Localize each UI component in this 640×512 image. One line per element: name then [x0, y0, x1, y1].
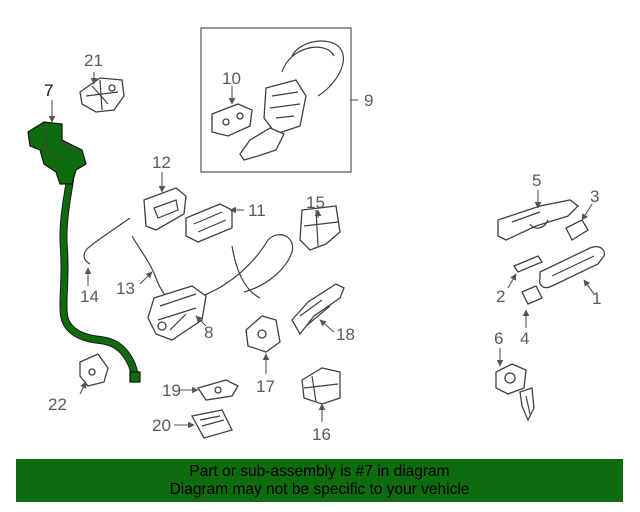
callout-11[interactable]: 11 — [248, 201, 266, 220]
leader-lines — [48, 72, 595, 429]
part-5-handle-frame[interactable] — [497, 199, 579, 241]
callout-19[interactable]: 19 — [162, 381, 181, 400]
part-8-door-lock[interactable] — [147, 285, 207, 341]
part-10-actuator[interactable] — [211, 103, 253, 137]
callout-12[interactable]: 12 — [152, 153, 171, 172]
callout-1[interactable]: 1 — [592, 289, 601, 308]
callout-2[interactable]: 2 — [496, 287, 505, 306]
callout-17[interactable]: 17 — [256, 377, 275, 396]
callout-14[interactable]: 14 — [80, 287, 99, 306]
callout-9[interactable]: 9 — [364, 91, 373, 110]
info-banner: Part or sub-assembly is #7 in diagram Di… — [16, 459, 623, 502]
part-19-clip[interactable] — [196, 379, 239, 401]
callout-6[interactable]: 6 — [494, 329, 503, 348]
callout-3[interactable]: 3 — [590, 187, 599, 206]
part-1-outside-handle[interactable] — [538, 246, 606, 289]
callout-21[interactable]: 21 — [84, 51, 103, 70]
banner-line-1: Part or sub-assembly is #7 in diagram — [189, 462, 450, 480]
part-6-lock-cylinder[interactable] — [495, 363, 535, 422]
callout-20[interactable]: 20 — [152, 416, 171, 435]
part-20-label[interactable] — [191, 409, 233, 439]
part-4-cap[interactable] — [521, 285, 543, 305]
part-22-bracket[interactable] — [79, 353, 109, 387]
callout-4[interactable]: 4 — [520, 329, 529, 348]
part-cables — [189, 234, 294, 301]
part-11-switch[interactable] — [185, 203, 233, 243]
callout-7[interactable]: 7 — [44, 81, 53, 100]
part-21-hinge[interactable] — [79, 77, 125, 113]
callout-8[interactable]: 8 — [204, 323, 213, 342]
part-15-hinge[interactable] — [299, 205, 341, 251]
part-17-bracket[interactable] — [245, 315, 281, 353]
callout-18[interactable]: 18 — [336, 325, 355, 344]
callout-22[interactable]: 22 — [48, 395, 67, 414]
part-7-cable-assembly[interactable] — [27, 121, 141, 383]
part-3-cover[interactable] — [565, 219, 589, 241]
callout-10[interactable]: 10 — [222, 69, 241, 88]
part-18-check-link[interactable] — [291, 283, 345, 336]
part-9-latch-assembly[interactable] — [239, 40, 344, 161]
callout-numbers: 7 21 10 9 12 11 15 13 14 8 18 17 16 19 2… — [44, 51, 601, 444]
callout-15[interactable]: 15 — [306, 193, 325, 212]
callout-16[interactable]: 16 — [312, 425, 331, 444]
callout-5[interactable]: 5 — [532, 171, 541, 190]
part-12-inside-handle[interactable] — [143, 187, 187, 231]
callout-13[interactable]: 13 — [116, 279, 135, 298]
banner-line-2: Diagram may not be specific to your vehi… — [169, 480, 470, 498]
part-14-rod[interactable] — [83, 217, 131, 265]
part-2-pad[interactable] — [513, 255, 543, 273]
part-16-hinge[interactable] — [301, 367, 341, 405]
